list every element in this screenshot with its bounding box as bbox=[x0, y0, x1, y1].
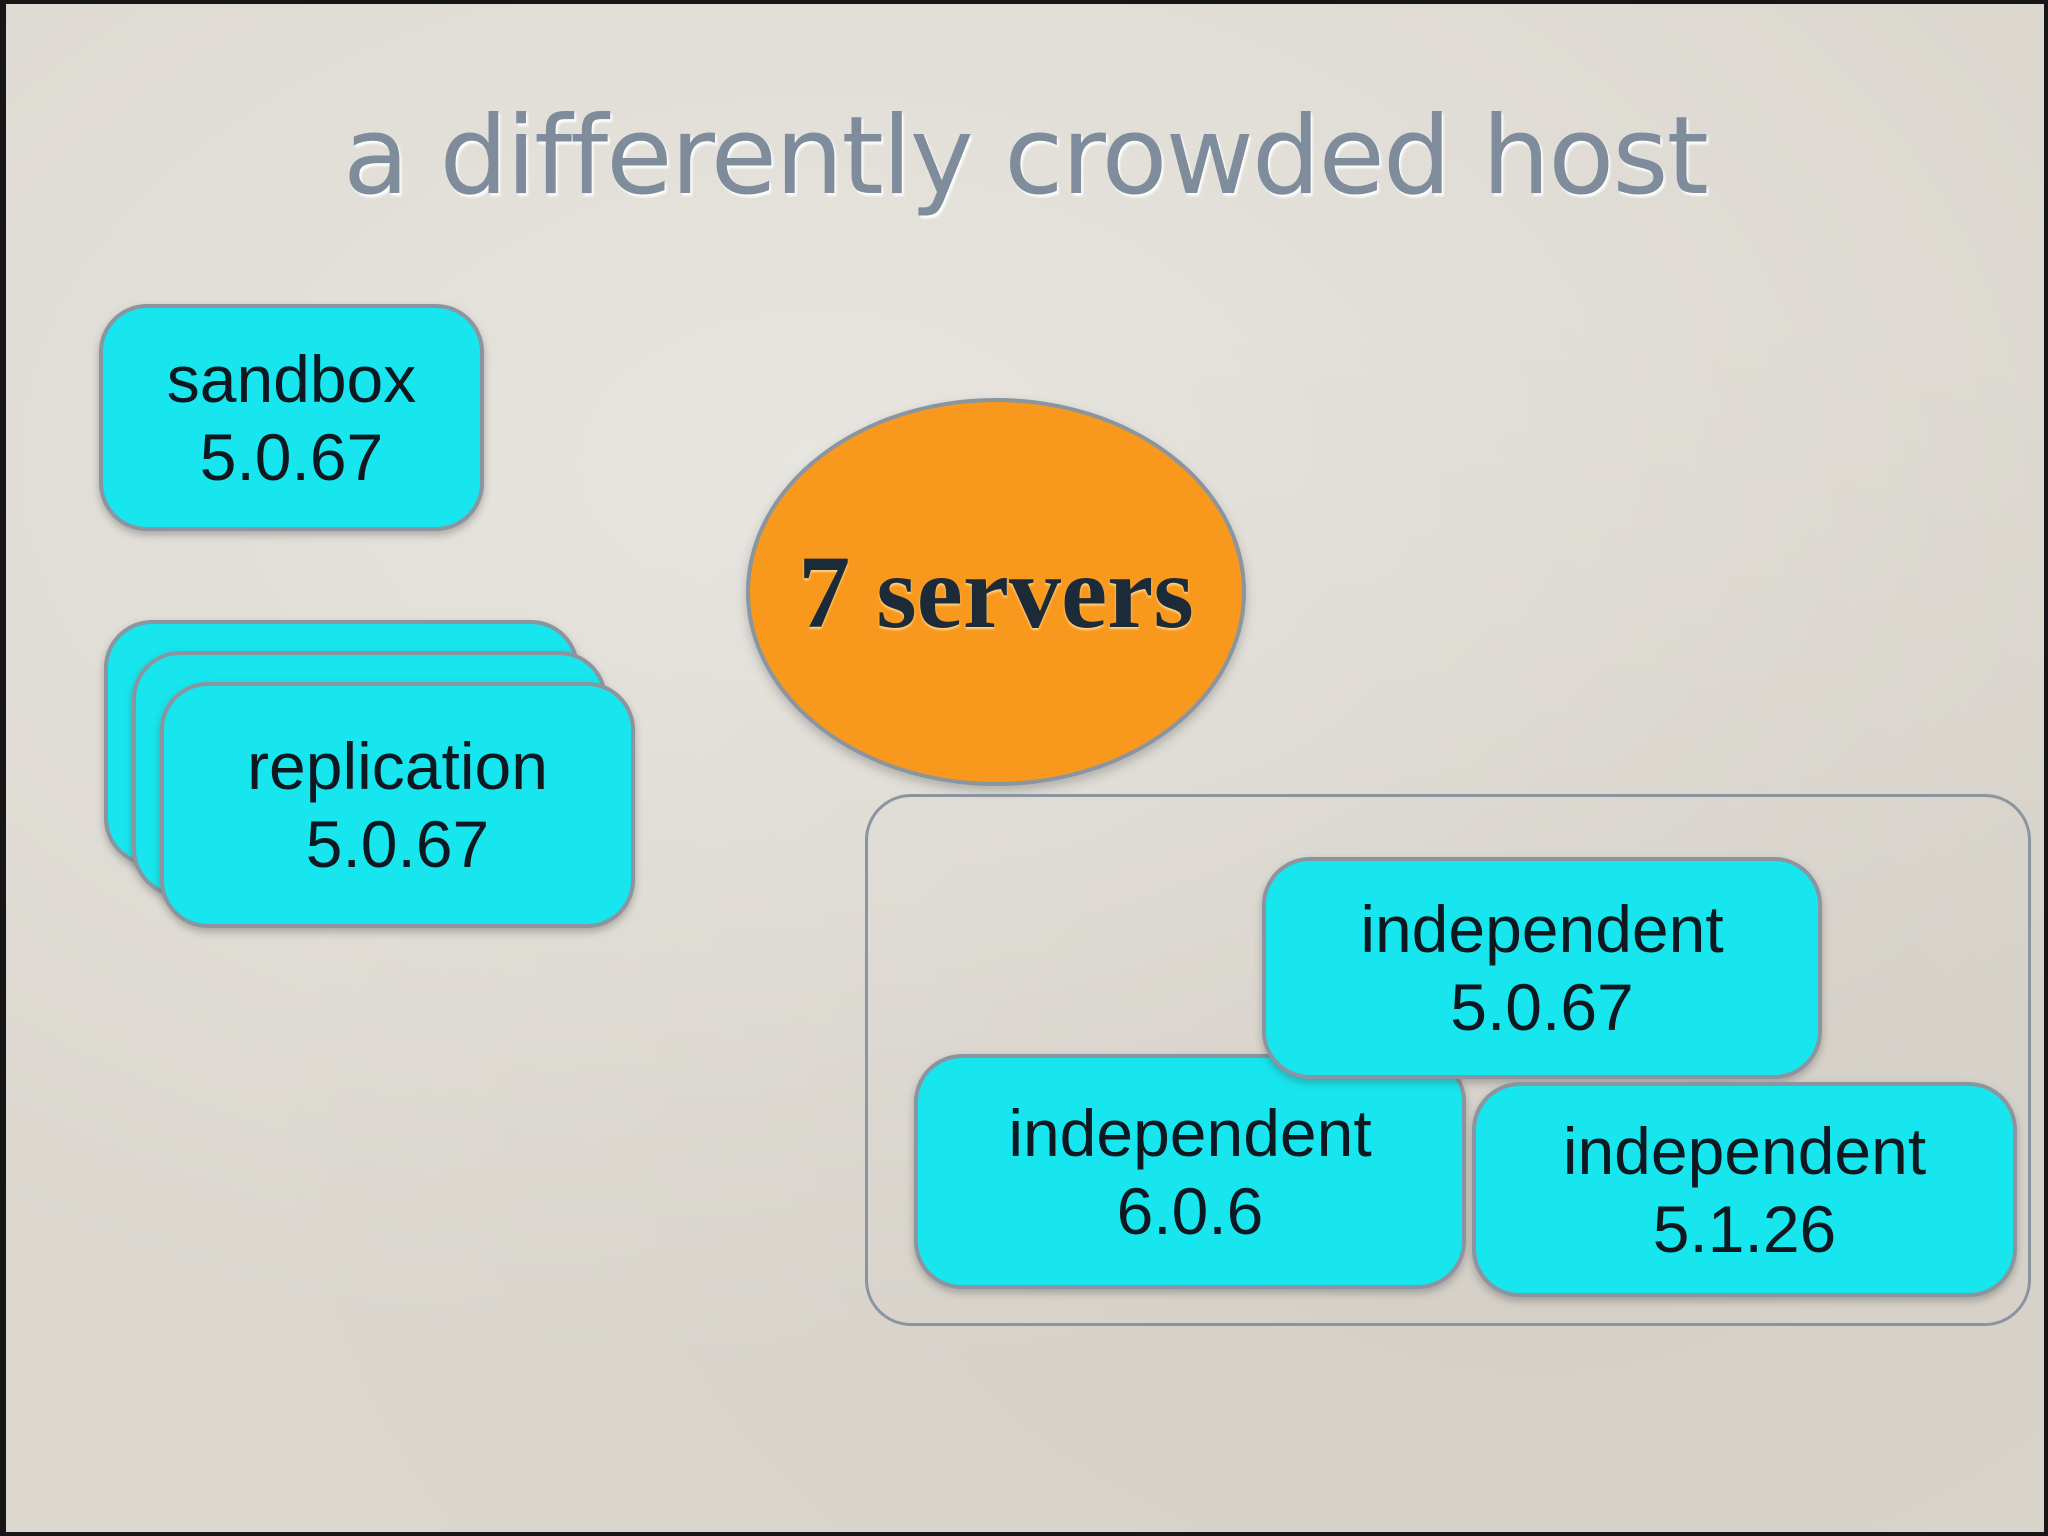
slide-title: a differently crowded host bbox=[343, 94, 1709, 219]
independent-606-version: 6.0.6 bbox=[1116, 1173, 1264, 1248]
replication-version: 5.0.67 bbox=[305, 807, 490, 881]
independent-5067-box: independent 5.0.67 bbox=[1262, 857, 1822, 1079]
sandbox-name: sandbox bbox=[166, 341, 417, 416]
host-container-outline bbox=[865, 794, 2031, 1326]
sandbox-box: sandbox 5.0.67 bbox=[99, 304, 484, 531]
independent-5067-name: independent bbox=[1360, 892, 1724, 966]
replication-box-front: replication 5.0.67 bbox=[160, 682, 635, 928]
replication-name: replication bbox=[247, 729, 548, 803]
independent-606-box: independent 6.0.6 bbox=[914, 1054, 1466, 1289]
independent-5126-name: independent bbox=[1562, 1113, 1927, 1188]
independent-5067-version: 5.0.67 bbox=[1450, 970, 1634, 1044]
independent-5126-version: 5.1.26 bbox=[1652, 1191, 1837, 1266]
independent-606-name: independent bbox=[1008, 1095, 1372, 1170]
sandbox-version: 5.0.67 bbox=[199, 419, 384, 494]
independent-5126-box: independent 5.1.26 bbox=[1472, 1082, 2017, 1297]
servers-ellipse: 7 servers bbox=[746, 398, 1246, 786]
servers-label: 7 servers bbox=[798, 534, 1194, 650]
